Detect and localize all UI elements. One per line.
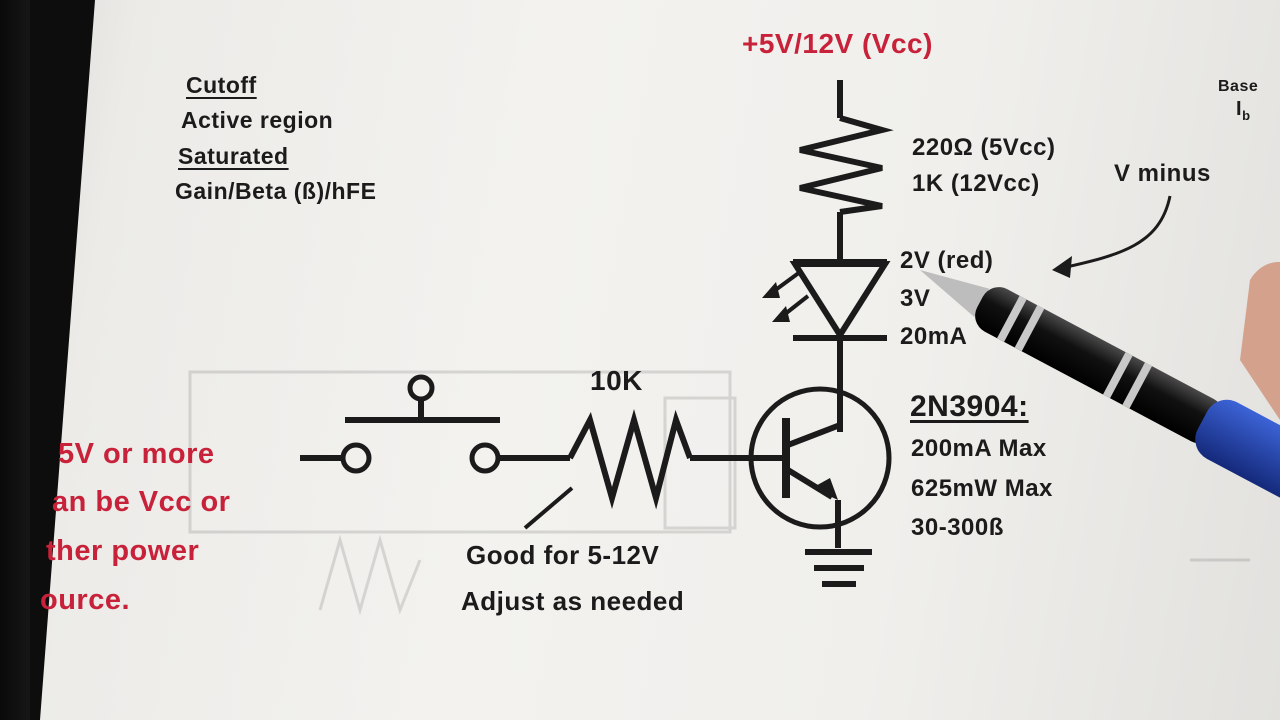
base-resistor-label: 10K <box>590 365 643 396</box>
switch-terminal-right <box>469 442 501 474</box>
transistor-collector-lead <box>786 422 842 448</box>
pen-barrel <box>975 287 1224 444</box>
hand <box>1240 261 1280 420</box>
v-minus-label: V minus <box>1114 160 1211 187</box>
corner-base-label: Base <box>1218 78 1259 95</box>
resistor-value-12v: 1K (12Vcc) <box>912 170 1040 197</box>
led-light-arrowhead-1 <box>762 282 780 298</box>
collector-resistor-symbol <box>799 115 894 215</box>
transistor-spec-current: 200mA Max <box>911 435 1047 462</box>
range-note-line1: Good for 5-12V <box>466 540 660 570</box>
resistor-value-5v: 220Ω (5Vcc) <box>912 134 1056 161</box>
pen-grip <box>1195 399 1280 516</box>
transistor-spec-power: 625mW Max <box>911 475 1053 502</box>
led-light-ray-2 <box>778 294 810 320</box>
pen-tip <box>920 270 990 317</box>
corner-ib-label: Ib <box>1236 98 1251 123</box>
led-other-voltage: 3V <box>900 285 931 312</box>
left-note-line2: an be Vcc or <box>52 486 231 518</box>
term-gain: Gain/Beta (ß)/hFE <box>175 178 377 204</box>
v-minus-arrowhead <box>1052 256 1072 278</box>
led-red-voltage: 2V (red) <box>900 247 994 274</box>
range-note-line2: Adjust as needed <box>461 586 685 616</box>
term-cutoff: Cutoff <box>186 72 257 98</box>
transistor-spec-beta: 30-300ß <box>911 514 1004 541</box>
transistor-name: 2N3904: <box>910 390 1029 423</box>
tablet-edge <box>0 0 30 720</box>
switch-button-cap <box>407 374 435 402</box>
left-note-line3: ther power <box>46 535 200 567</box>
led-light-ray-1 <box>768 270 802 296</box>
left-note-line1: 5V or more <box>58 438 215 470</box>
led-light-arrowhead-2 <box>772 306 790 322</box>
pointer-stroke <box>523 486 574 530</box>
term-active-region: Active region <box>181 107 334 133</box>
led-current: 20mA <box>900 323 968 350</box>
v-minus-arrow <box>1061 195 1172 270</box>
term-saturated: Saturated <box>178 143 289 169</box>
supply-label: +5V/12V (Vcc) <box>742 28 933 59</box>
left-note-line4: ource. <box>40 584 131 616</box>
emitter-arrowhead <box>812 478 838 500</box>
base-resistor-symbol <box>567 408 693 510</box>
led-triangle <box>789 261 891 341</box>
switch-terminal-left <box>340 442 372 474</box>
